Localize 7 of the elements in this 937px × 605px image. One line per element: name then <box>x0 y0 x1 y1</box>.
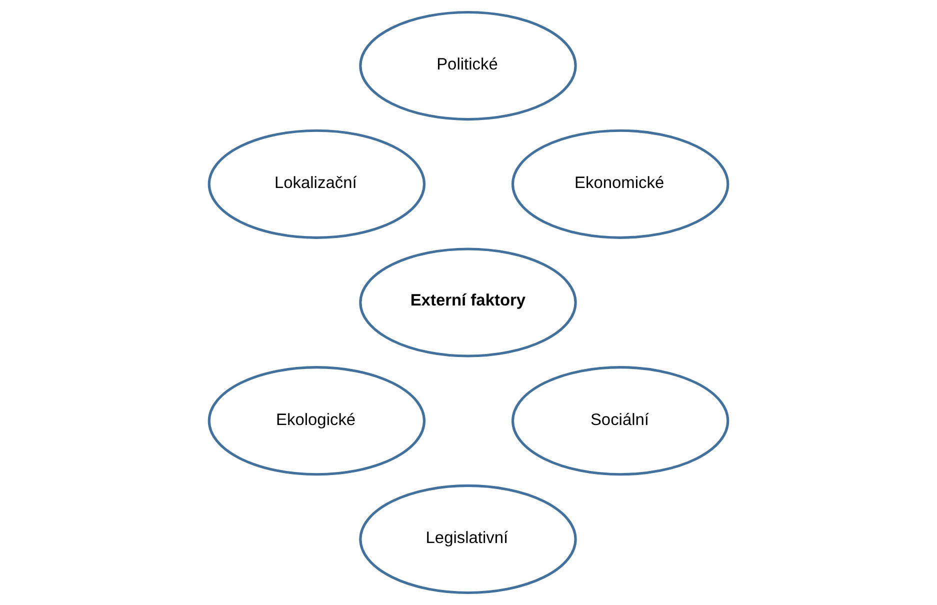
node-ellipse: Legislativní <box>359 484 577 594</box>
node-ellipse: Ekonomické <box>511 129 730 239</box>
node-ellipse: Lokalizační <box>208 129 426 239</box>
node-ellipse: Ekologické <box>208 366 426 476</box>
node-ellipse: Externí faktory <box>359 248 577 358</box>
node-ellipse: Politické <box>359 10 577 121</box>
node-ellipse: Sociální <box>511 366 730 476</box>
